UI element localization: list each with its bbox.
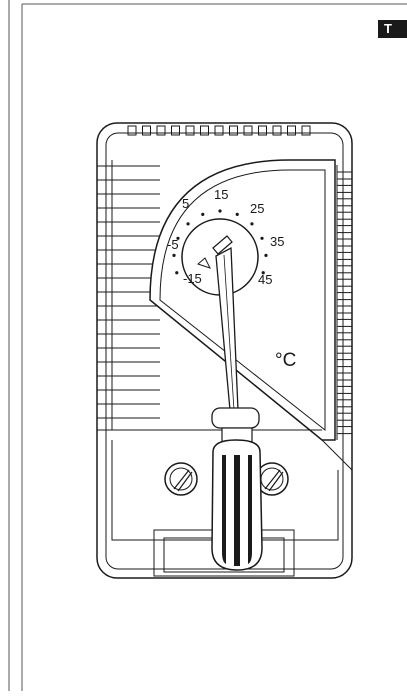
dial-dot <box>186 222 190 226</box>
unit-label: °C <box>275 350 296 371</box>
dial-scale-label: 25 <box>250 201 264 216</box>
vent-slot <box>214 125 224 136</box>
screwdriver-tip <box>212 235 233 255</box>
front-panel-inner <box>159 169 326 432</box>
right-rib <box>336 225 353 234</box>
vent-slot <box>229 125 238 136</box>
dial-scale-label: 45 <box>258 272 272 287</box>
right-rib <box>336 426 353 435</box>
terminal-bevel <box>321 439 353 471</box>
dial-scale-label: 15 <box>214 187 228 202</box>
dial-dot <box>201 212 205 216</box>
right-rib <box>336 171 353 180</box>
housing-inner-edge <box>105 132 344 570</box>
left-ventilation-ribs <box>97 160 160 430</box>
right-rib <box>336 345 353 354</box>
right-rib <box>336 265 353 274</box>
screwdriver-ferrule <box>211 407 260 429</box>
vent-slot <box>142 125 151 136</box>
dial-dot <box>218 209 222 213</box>
right-rib <box>336 399 353 408</box>
front-panel-outline <box>149 159 336 441</box>
screw-left <box>164 462 198 496</box>
dial-dot <box>172 253 176 257</box>
dial-scale-labels: -15 -5 5 15 25 35 45 <box>167 187 284 287</box>
vent-slot <box>156 125 166 136</box>
vent-slot <box>200 125 209 136</box>
vent-slot <box>258 125 267 136</box>
right-rib <box>336 332 353 341</box>
dial-pointer-arrow <box>197 257 211 269</box>
dial-dot <box>260 236 264 240</box>
right-rib <box>336 278 353 287</box>
right-rib <box>336 305 353 314</box>
dial-scale-label: 5 <box>182 196 189 211</box>
right-rib <box>336 412 353 421</box>
right-rib <box>336 292 353 301</box>
right-rib <box>336 251 353 260</box>
screwdriver <box>211 235 263 571</box>
vent-slot <box>127 125 137 136</box>
dial-scale-label: 35 <box>270 234 284 249</box>
dial-dot <box>264 253 268 257</box>
corner-tab: T <box>378 20 407 38</box>
right-rib <box>336 372 353 381</box>
dial-dot <box>176 236 180 240</box>
vent-slot <box>243 125 253 136</box>
dial-dot <box>250 222 254 226</box>
vent-slot <box>272 125 282 136</box>
vent-slot <box>287 125 296 136</box>
dial-scale-label: -15 <box>183 271 202 286</box>
right-rib <box>336 359 353 368</box>
vent-slot <box>171 125 180 136</box>
dial-dot <box>261 271 265 275</box>
right-rib <box>336 184 353 193</box>
dial-scale-dots <box>172 209 268 275</box>
right-rib <box>336 238 353 247</box>
right-rib <box>336 385 353 394</box>
vent-slot <box>185 125 195 136</box>
right-ventilation-ribs <box>336 165 353 440</box>
right-rib <box>336 318 353 327</box>
vent-slot <box>301 125 311 136</box>
right-rib <box>336 198 353 207</box>
dial-scale-label: -5 <box>167 237 179 252</box>
top-vent-slots <box>127 125 311 136</box>
right-rib <box>336 211 353 220</box>
dial-dot <box>175 271 179 275</box>
dial-dot <box>235 212 239 216</box>
